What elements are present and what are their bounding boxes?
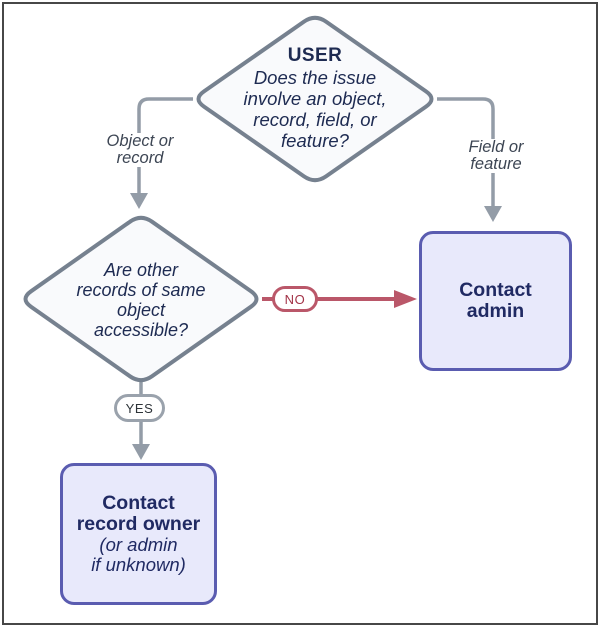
start-diamond-shape xyxy=(196,15,434,183)
no-edge-pill: NO xyxy=(272,286,318,312)
arrowhead-field-feature xyxy=(484,206,502,222)
contact-admin-node: Contact admin xyxy=(419,231,572,371)
no-edge-pill-label: NO xyxy=(284,291,306,307)
edge-label-field-feature: Field or feature xyxy=(444,139,548,173)
edge-label-object-record: Object or record xyxy=(88,133,192,167)
start-question-line: involve an object, xyxy=(243,88,387,109)
contact-owner-title-line: Contact xyxy=(102,491,175,514)
decision-question-line: Are other xyxy=(103,260,179,280)
contact-admin-line: admin xyxy=(466,300,525,322)
yes-edge-pill: YES xyxy=(114,394,165,422)
edge-label-line: record xyxy=(116,149,164,167)
edge-label-line: Field or xyxy=(468,138,524,156)
contact-admin-line: Contact xyxy=(459,279,532,301)
start-question-line: Does the issue xyxy=(253,67,377,88)
arrowhead-no xyxy=(394,290,417,308)
contact-owner-subtitle-line: (or admin xyxy=(99,533,178,555)
edge-label-line: feature xyxy=(470,155,522,173)
start-diamond-text: USER Does the issue involve an object, r… xyxy=(197,45,433,151)
contact-owner-subtitle-line: if unknown) xyxy=(91,554,186,575)
contact-owner-title-line: record owner xyxy=(76,512,201,535)
edge-object-record xyxy=(137,97,193,193)
decision-question-line: records of same xyxy=(76,280,206,300)
decision-question-line: object xyxy=(116,300,166,320)
contact-owner-node: Contact record owner (or admin if unknow… xyxy=(60,463,217,605)
start-question-line: feature? xyxy=(281,130,349,151)
arrowhead-yes xyxy=(132,444,150,460)
edge-label-line: Object or xyxy=(106,132,174,150)
decision-question-line: accessible? xyxy=(93,320,189,340)
arrowhead-object-record xyxy=(130,193,148,209)
decision-diamond-shape xyxy=(23,215,259,383)
decision-diamond-text: Are other records of same object accessi… xyxy=(31,260,251,340)
start-diamond-title: USER xyxy=(287,45,343,66)
yes-edge-pill-label: YES xyxy=(125,400,154,416)
start-question-line: record, field, or xyxy=(253,109,377,130)
edge-field-feature xyxy=(437,97,495,206)
